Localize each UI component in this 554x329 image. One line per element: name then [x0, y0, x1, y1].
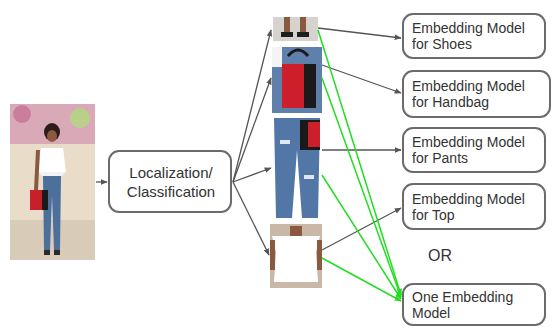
- flow-arrows: [96, 28, 401, 255]
- crop-shoes: [273, 17, 318, 41]
- box-label: Embedding Model for Top: [412, 191, 538, 223]
- crop-top: [270, 224, 322, 288]
- or-label: OR: [428, 247, 452, 265]
- shared-model-arrows: [318, 30, 401, 301]
- box-label: Embedding Model for Pants: [412, 134, 538, 166]
- photo-full: [10, 104, 95, 260]
- model-box: Embedding Model for Top: [402, 183, 546, 230]
- process-box: Localization/ Classification: [108, 150, 232, 213]
- model-box: One Embedding Model: [402, 283, 546, 326]
- crop-handbag: [272, 47, 322, 113]
- crop-pants: [272, 115, 322, 220]
- model-box: Embedding Model for Shoes: [402, 13, 546, 59]
- box-label: Embedding Model for Shoes: [412, 20, 538, 52]
- box-label: Embedding Model for Handbag: [412, 78, 543, 110]
- box-label: One Embedding Model: [412, 289, 538, 321]
- model-box: Embedding Model for Handbag: [402, 70, 551, 118]
- box-label: Localization/ Classification: [118, 163, 224, 201]
- model-box: Embedding Model for Pants: [402, 127, 546, 173]
